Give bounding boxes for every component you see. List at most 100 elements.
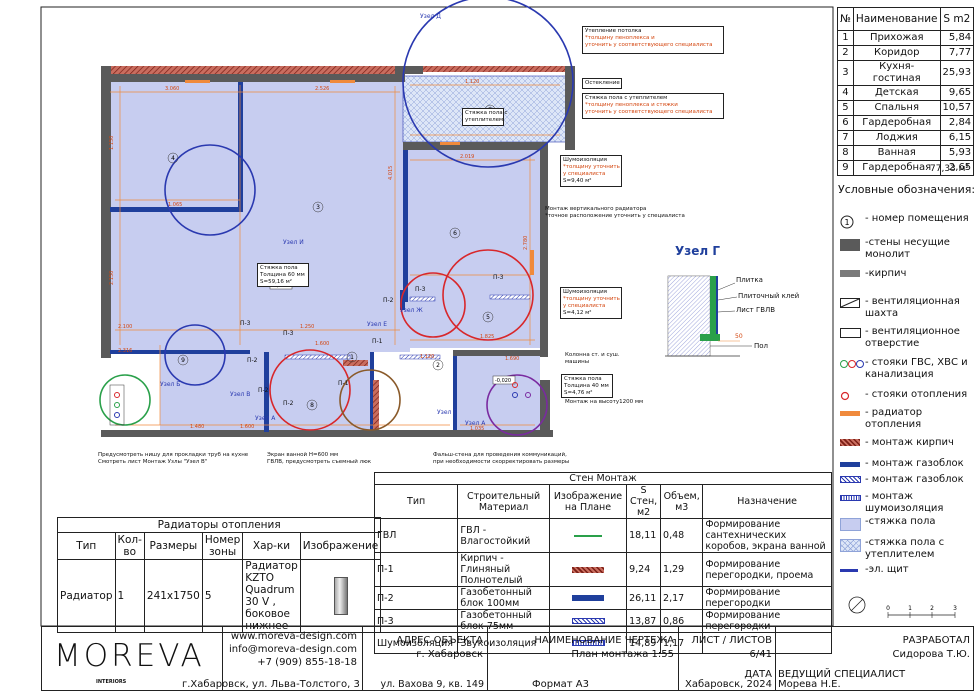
svg-text:П-1: П-1 <box>372 338 383 345</box>
walls-header: Изображение на Плане <box>548 484 628 519</box>
node-g-title: Узел Г <box>675 244 720 258</box>
dim-top-2: 2.526 <box>315 86 329 92</box>
svg-text:1.250: 1.250 <box>300 324 314 330</box>
room-area: 7,77 <box>939 45 975 61</box>
walls-header: S Стен, м2 <box>626 484 662 519</box>
lead-name: Морева Н.Е. <box>778 679 841 690</box>
wall-type: ГВЛ <box>373 518 459 553</box>
el-panel-icon <box>840 566 860 575</box>
svg-text:1.480: 1.480 <box>190 424 204 430</box>
node-g-label-floor: Пол <box>754 342 769 350</box>
wall-tags: П-3 П-3 П-3 П-2 П-2 П-2 П-1 П-1 П-2 П-3 <box>240 274 504 407</box>
svg-text:0: 0 <box>886 605 890 612</box>
dim-top-3: 1.120 <box>465 79 479 85</box>
svg-text:1: 1 <box>350 354 354 361</box>
solid-dark-icon <box>840 239 860 251</box>
room-num: 1 <box>837 30 854 46</box>
dim-side-4: 2.780 <box>523 236 529 250</box>
room-area: 25,93 <box>939 60 975 86</box>
radiator-zone: 5 <box>201 559 244 633</box>
svg-text:-0,020: -0,020 <box>495 378 511 384</box>
room-name: Гардеробная <box>852 160 941 176</box>
legend-label: -стяжка пола <box>865 516 936 527</box>
walls-header: Назначение <box>702 484 832 519</box>
note-screed-1: Стяжка пола Толщина 60 мм S=59,16 м² <box>257 263 309 287</box>
svg-text:1.035: 1.035 <box>470 426 484 432</box>
walls-header: Строительный Материал <box>457 484 550 519</box>
wall-swatch-icon <box>548 609 628 633</box>
email-link[interactable]: info@moreva-design.com <box>228 644 357 655</box>
room-name: Прихожая <box>852 30 941 46</box>
wall-material: Газобетонный блок 100мм <box>457 586 550 610</box>
room-name: Ванная <box>852 145 941 161</box>
room-area: 5,93 <box>939 145 975 161</box>
radiators-header: Номер зоны <box>201 532 244 560</box>
wall-purpose: Формирование перегородки, проема <box>702 552 832 587</box>
room-name: Гардеробная <box>852 115 941 131</box>
node-callouts <box>99 0 574 436</box>
room-area: 6,15 <box>939 130 975 146</box>
room-num: 5 <box>837 100 854 116</box>
legend-label: -стены несущие монолит <box>865 237 950 260</box>
risers <box>109 382 531 426</box>
walls-header: Объем, м3 <box>660 484 704 519</box>
svg-text:Узел Ж: Узел Ж <box>400 307 423 314</box>
drawing-name: План монтажа 1:55 <box>571 649 674 660</box>
room-num: 8 <box>837 145 854 161</box>
note-noise-2: Шумоизоляция *толщину уточнить у специал… <box>560 287 622 319</box>
screed-icon <box>840 518 861 531</box>
wall-purpose <box>702 632 832 654</box>
svg-text:П-2: П-2 <box>283 400 294 407</box>
svg-text:П-3: П-3 <box>283 330 294 337</box>
noise-icon <box>840 493 861 502</box>
top-brick-wall <box>110 66 403 74</box>
legend-label: - монтаж шумоизоляция <box>865 491 944 514</box>
dim-side-1: 1.150 <box>109 136 115 150</box>
gasblock-icon <box>840 460 860 469</box>
legend-label: -стяжка пола с утеплителем <box>865 537 945 560</box>
wall-volume: 1,17 <box>660 632 704 654</box>
svg-text:3: 3 <box>953 605 957 612</box>
wall-area: 18,11 <box>626 518 662 553</box>
room-name: Детская <box>852 85 941 101</box>
svg-text:1.690: 1.690 <box>505 356 519 362</box>
designer-label: РАЗРАБОТАЛ <box>902 635 970 646</box>
note-niche: Предусмотреть нишу для прокладки труб на… <box>98 452 249 465</box>
node-labels: Узел Д Узел И Узел Е Узел Ж Узел Б Узел … <box>160 13 486 427</box>
radiators <box>185 80 534 275</box>
room-name: Спальня <box>852 100 941 116</box>
wall-volume: 0,86 <box>660 609 704 633</box>
svg-text:П-3: П-3 <box>415 286 426 293</box>
room-num: 6 <box>837 115 854 131</box>
wall-area: 26,11 <box>626 586 662 610</box>
room-name: Коридор <box>852 45 941 61</box>
legend-label: - вентиляционное отверстие <box>865 326 960 349</box>
svg-text:П-1: П-1 <box>338 380 349 387</box>
room-num: 4 <box>837 85 854 101</box>
note-bath-screen: Экран ванной H=600 мм ГВЛВ, предусмотрет… <box>267 452 372 465</box>
svg-text:Узел А: Узел А <box>465 420 486 427</box>
lead-label: ВЕДУЩИЙ СПЕЦИАЛИСТ <box>778 669 906 680</box>
legend-label: - радиатор отопления <box>865 407 923 430</box>
website-link[interactable]: www.moreva-design.com <box>230 631 357 642</box>
sheet-value: 6/41 <box>749 649 772 660</box>
hatch-brick-icon <box>840 439 860 448</box>
svg-text:П-2: П-2 <box>247 357 258 364</box>
svg-text:1.825: 1.825 <box>480 334 494 340</box>
note-floor-insulation: Стяжка пола с утеплителем *толщину пеноп… <box>582 93 724 119</box>
radiators-header: Изображение <box>299 532 382 560</box>
wall-area: 9,24 <box>626 552 662 587</box>
svg-text:1.600: 1.600 <box>240 424 254 430</box>
wall-purpose: Формирование перегородки <box>702 586 832 610</box>
note-screed-2: Стяжка пола Толщина 40 мм S=4,76 м² <box>561 374 613 398</box>
legend-label: - номер помещения <box>865 213 969 224</box>
radiators-header: Тип <box>57 532 116 560</box>
room-name: Кухня-гостиная <box>852 60 941 86</box>
vent-shaft-icon <box>840 298 860 308</box>
